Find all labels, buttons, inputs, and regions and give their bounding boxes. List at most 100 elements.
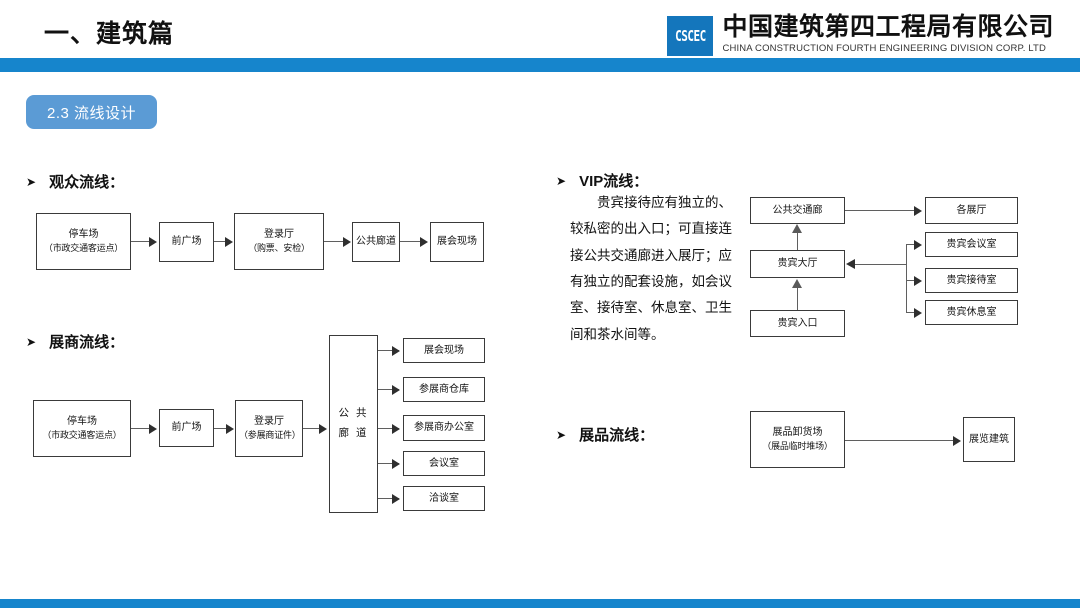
flow-node: 前广场: [159, 222, 214, 262]
node-line2: （市政交通客运点）: [43, 243, 124, 254]
node-line1: 停车场: [68, 228, 99, 240]
heading-exhibit-flow: ➤ 展品流线：: [556, 424, 654, 445]
flow-node: 参展商仓库: [403, 377, 485, 402]
connector-line: [214, 428, 228, 430]
connector-line: [906, 312, 915, 314]
arrow-right-icon: [226, 423, 234, 434]
connector-line: [797, 288, 799, 310]
company-names: 中国建筑第四工程局有限公司 CHINA CONSTRUCTION FOURTH …: [722, 13, 1054, 55]
flow-node: 展会现场: [430, 222, 484, 262]
connector-line: [214, 241, 227, 243]
node-line1: 展品卸货场: [772, 426, 823, 438]
flow-node: 参展商办公室: [403, 415, 485, 441]
heading-vip-flow-label: VIP流线：: [579, 173, 649, 190]
flow-node: 贵宾休息室: [925, 300, 1018, 325]
node-line1: 登录厅: [254, 415, 284, 427]
arrow-left-icon: [846, 258, 855, 269]
arrow-right-icon: [149, 423, 157, 434]
connector-line: [378, 428, 399, 430]
node-label: 贵宾接待室: [946, 274, 997, 286]
arrow-right-icon: [392, 458, 400, 469]
node-line1: 展会现场: [437, 236, 477, 248]
connector-line: [400, 241, 421, 243]
node-line1: 登录厅: [264, 228, 294, 240]
node-label: 贵宾大厅: [777, 258, 818, 270]
header-divider-bar: [0, 58, 1080, 72]
flow-node: 贵宾会议室: [925, 232, 1018, 257]
flow-node: 贵宾大厅: [750, 250, 845, 278]
logo-mark-text: CSCEC: [675, 27, 706, 45]
page-title: 一、建筑篇: [44, 20, 175, 48]
flow-node: 各展厅: [925, 197, 1018, 224]
connector-line: [845, 440, 955, 442]
connector-line: [797, 232, 799, 250]
node-label: 贵宾会议室: [946, 238, 997, 250]
node-label: 参展商仓库: [419, 383, 469, 395]
arrow-right-icon: [914, 275, 922, 286]
flow-node: 登录厅 （购票、安检）: [234, 213, 324, 270]
connector-line: [378, 463, 399, 465]
arrow-right-icon: [392, 423, 400, 434]
node-label: 各展厅: [956, 204, 987, 216]
flow-node: 展品卸货场 （展品临时堆场）: [750, 411, 845, 468]
hub-line2: 廊 道: [338, 427, 369, 439]
flow-node: 停车场 （市政交通客运点）: [36, 213, 131, 270]
heading-exhibit-flow-label: 展品流线：: [579, 427, 655, 444]
arrow-right-icon: [392, 493, 400, 504]
node-line2: （参展商证件）: [239, 430, 301, 441]
flow-node: 前广场: [159, 409, 214, 447]
flow-node: 贵宾入口: [750, 310, 845, 337]
section-chip-label: 2.3 流线设计: [46, 104, 137, 122]
slide-header: 一、建筑篇 CSCEC 中国建筑第四工程局有限公司 CHINA CONSTRUC…: [0, 0, 1080, 58]
arrow-right-icon: [420, 236, 428, 247]
flow-node-hub: 公 共 廊 道: [329, 335, 378, 513]
arrow-right-icon: [343, 236, 351, 247]
vip-description-text: 贵宾接待应有独立的、较私密的出入口；可直接连接公共交通廊进入展厅；应有独立的配套…: [570, 195, 732, 342]
connector-line: [906, 244, 908, 313]
company-name-en: CHINA CONSTRUCTION FOURTH ENGINEERING DI…: [722, 43, 1046, 55]
arrow-right-icon: [149, 236, 157, 247]
flow-node: 会议室: [403, 451, 485, 476]
flow-node: 展览建筑: [963, 417, 1015, 462]
flow-node: 停车场 （市政交通客运点）: [33, 400, 131, 457]
connector-line: [324, 241, 344, 243]
flow-node: 公共交通廊: [750, 197, 845, 224]
footer-divider-bar: [0, 599, 1080, 608]
arrow-right-icon: [392, 345, 400, 356]
node-line1: 公共廊道: [356, 236, 396, 248]
heading-visitor-flow: ➤ 观众流线：: [26, 171, 124, 192]
arrow-right-icon: [914, 307, 922, 318]
node-label: 展会现场: [424, 344, 464, 356]
node-line2: （展品临时堆场）: [762, 441, 833, 452]
node-line1: 展览建筑: [969, 433, 1009, 445]
node-line2: （购票、安检）: [248, 243, 310, 254]
hub-line1: 公 共: [338, 407, 369, 420]
flow-node: 贵宾接待室: [925, 268, 1018, 293]
company-name-cn: 中国建筑第四工程局有限公司: [722, 13, 1054, 41]
connector-line: [378, 350, 399, 352]
cscec-logo-icon: CSCEC: [667, 16, 714, 56]
flow-node: 公共廊道: [352, 222, 400, 262]
connector-line: [131, 428, 150, 430]
arrow-up-icon: [791, 224, 802, 233]
arrow-bullet-icon: ➤: [26, 334, 37, 349]
node-label: 公共交通廊: [772, 204, 823, 216]
arrow-right-icon: [319, 423, 327, 434]
arrow-right-icon: [914, 205, 922, 216]
connector-line: [378, 389, 399, 391]
arrow-bullet-icon: ➤: [26, 174, 37, 189]
connector-line: [906, 244, 915, 246]
connector-line: [131, 241, 150, 243]
arrow-right-icon: [225, 236, 233, 247]
heading-visitor-flow-label: 观众流线：: [49, 174, 125, 191]
connector-line: [378, 498, 399, 500]
arrow-bullet-icon: ➤: [556, 427, 567, 442]
arrow-up-icon: [791, 279, 802, 288]
section-chip: 2.3 流线设计: [26, 95, 157, 129]
connector-line: [906, 280, 915, 282]
node-label: 会议室: [429, 457, 459, 469]
node-label: 贵宾入口: [777, 317, 818, 329]
heading-vip-flow: ➤ VIP流线：: [556, 170, 648, 191]
connector-line: [845, 210, 915, 212]
arrow-bullet-icon: ➤: [556, 173, 567, 188]
